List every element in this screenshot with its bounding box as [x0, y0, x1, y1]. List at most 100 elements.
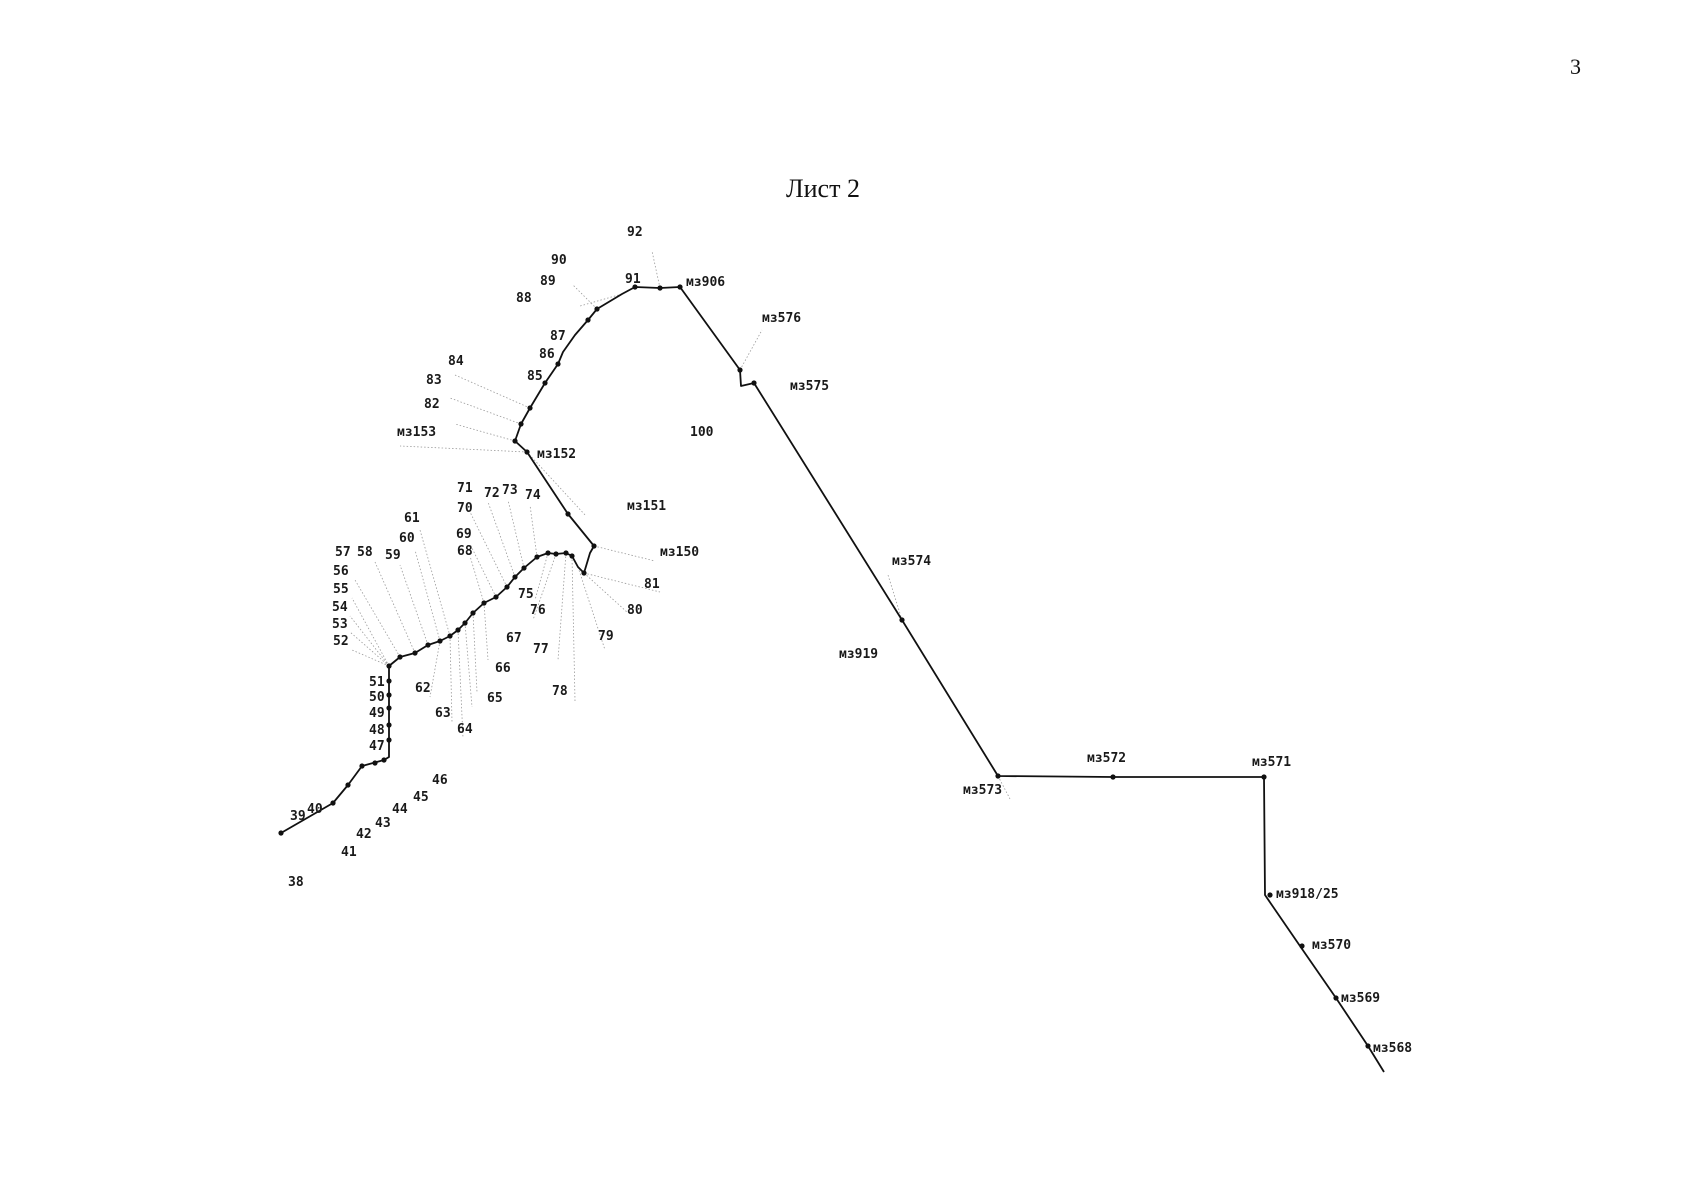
vertex-point	[512, 574, 518, 580]
point-label: 91	[625, 272, 641, 287]
leader-line	[739, 329, 763, 371]
vertex-point	[481, 600, 487, 606]
vertex-point	[632, 284, 638, 290]
point-label: 52	[333, 634, 349, 649]
leader-line	[464, 622, 473, 708]
leader-line	[429, 640, 441, 698]
vertex-point	[524, 449, 530, 455]
vertex-point	[542, 380, 548, 386]
point-label: мз570	[1312, 938, 1351, 953]
vertex-points	[278, 284, 1371, 1049]
vertex-point	[1261, 774, 1267, 780]
leader-line	[349, 631, 390, 667]
vertex-point	[565, 511, 571, 517]
vertex-point	[534, 554, 540, 560]
leader-line	[457, 629, 464, 739]
leader-line	[526, 451, 587, 517]
point-label: 38	[288, 875, 304, 890]
vertex-point	[657, 285, 663, 291]
vertex-point	[1365, 1043, 1371, 1049]
point-label: мз906	[686, 275, 725, 290]
point-label: 40	[307, 802, 323, 817]
point-label: 45	[413, 790, 429, 805]
sheet-title: Лист 2	[786, 174, 860, 203]
leader-line	[354, 579, 401, 658]
leader-line	[351, 597, 390, 667]
point-label: 44	[392, 802, 408, 817]
leader-line	[449, 397, 522, 425]
point-label: 89	[540, 274, 556, 289]
point-label: 53	[332, 617, 348, 632]
point-label: 85	[527, 369, 543, 384]
boundary-line	[280, 286, 1385, 1073]
point-label: 86	[539, 347, 555, 362]
leader-line	[571, 555, 576, 702]
leader-line	[579, 293, 623, 307]
leader-line	[469, 555, 485, 604]
vertex-point	[278, 830, 284, 836]
vertex-point	[527, 405, 533, 411]
point-label: мз152	[537, 447, 576, 462]
point-label: 72	[484, 486, 500, 501]
vertex-point	[591, 543, 597, 549]
point-label: 87	[550, 329, 566, 344]
point-label: 42	[356, 827, 372, 842]
point-label: 76	[530, 603, 546, 618]
vertex-point	[751, 380, 757, 386]
point-label: мз574	[892, 554, 931, 569]
point-label: 55	[333, 582, 349, 597]
point-label: 50	[369, 690, 385, 705]
leader-line	[651, 250, 661, 289]
vertex-point	[1110, 774, 1116, 780]
vertex-point	[518, 421, 524, 427]
leader-line	[414, 549, 441, 642]
leader-line	[399, 564, 429, 646]
point-label: 63	[435, 706, 451, 721]
point-label: 54	[332, 600, 348, 615]
vertex-point	[504, 584, 510, 590]
point-label: 51	[369, 675, 385, 690]
vertex-point	[563, 550, 569, 556]
vertex-point	[493, 594, 499, 600]
point-label: 43	[375, 816, 391, 831]
point-label: 90	[551, 253, 567, 268]
point-label: 65	[487, 691, 503, 706]
point-label: 58	[357, 545, 373, 560]
point-label: мз153	[397, 425, 436, 440]
leader-line	[454, 374, 531, 409]
leader-line	[577, 566, 606, 651]
vertex-point	[386, 737, 392, 743]
leader-line	[374, 561, 416, 654]
parcel-label: 100	[690, 425, 714, 440]
point-label: 75	[518, 587, 534, 602]
vertex-point	[512, 438, 518, 444]
point-label: 60	[399, 531, 415, 546]
vertex-point	[425, 642, 431, 648]
vertex-point	[386, 678, 392, 684]
point-label: 67	[506, 631, 522, 646]
page-number: 3	[1570, 54, 1581, 79]
point-label: 62	[415, 681, 431, 696]
leader-line	[449, 635, 453, 723]
point-label: мз151	[627, 499, 666, 514]
leader-line	[483, 602, 489, 661]
point-label: 39	[290, 809, 306, 824]
vertex-point	[1267, 892, 1273, 898]
vertex-point	[386, 705, 392, 711]
vertex-point	[545, 550, 551, 556]
vertex-point	[381, 757, 387, 763]
vertex-point	[569, 553, 575, 559]
vertex-point	[594, 306, 600, 312]
point-label: мз568	[1373, 1041, 1412, 1056]
vertex-point	[553, 551, 559, 557]
point-label: 82	[424, 397, 440, 412]
point-label: 49	[369, 706, 385, 721]
point-label: 79	[598, 629, 614, 644]
leader-line	[532, 553, 557, 621]
vertex-point	[899, 617, 905, 623]
point-label: мз575	[790, 379, 829, 394]
leader-line	[399, 445, 528, 453]
vertex-point	[386, 692, 392, 698]
leader-line	[997, 775, 1011, 800]
